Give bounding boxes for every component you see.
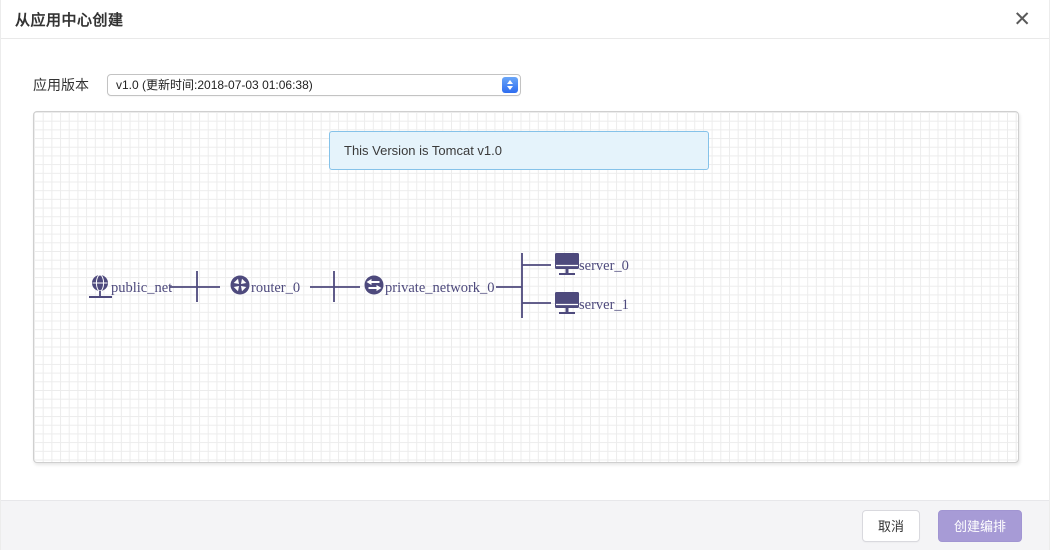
version-note-box[interactable]: This Version is Tomcat v1.0 [329, 131, 709, 170]
router-icon [230, 275, 250, 295]
close-icon[interactable]: ✕ [1013, 7, 1031, 31]
node-server-0[interactable]: server_0 [555, 253, 629, 275]
select-spinner-icon[interactable] [502, 76, 518, 93]
version-select-value: v1.0 (更新时间:2018-07-03 01:06:38) [116, 78, 313, 92]
node-label: router_0 [251, 280, 300, 296]
node-server-1[interactable]: server_1 [555, 292, 629, 314]
node-router-0[interactable]: router_0 [230, 275, 301, 297]
node-label: private_network_0 [385, 280, 495, 296]
node-public-net[interactable]: public_net [89, 274, 172, 298]
node-label: public_net [111, 280, 172, 296]
topology-canvas[interactable]: This Version is Tomcat v1.0 [33, 111, 1019, 463]
external-network-icon [89, 274, 112, 298]
create-orchestration-button[interactable]: 创建编排 [937, 509, 1022, 542]
server-icon [555, 253, 579, 275]
version-note-text: This Version is Tomcat v1.0 [344, 143, 502, 158]
version-form-row: 应用版本 v1.0 (更新时间:2018-07-03 01:06:38) [1, 39, 1049, 99]
dialog-footer: 取消 创建编排 [1, 500, 1049, 550]
server-icon [555, 292, 579, 314]
node-label: server_0 [579, 258, 629, 274]
node-private-network-0[interactable]: private_network_0 [364, 275, 495, 297]
topology-edges [170, 253, 551, 318]
node-label: server_1 [579, 297, 629, 313]
topology-diagram: public_net router_0 [89, 253, 629, 318]
private-network-icon [364, 275, 384, 295]
version-select[interactable]: v1.0 (更新时间:2018-07-03 01:06:38) [107, 73, 521, 96]
version-label: 应用版本 [33, 76, 89, 93]
dialog-title: 从应用中心创建 [15, 11, 124, 29]
cancel-button[interactable]: 取消 [861, 509, 920, 542]
dialog-header: 从应用中心创建 ✕ [1, 0, 1049, 39]
dialog-body: 应用版本 v1.0 (更新时间:2018-07-03 01:06:38) Thi… [1, 39, 1049, 500]
